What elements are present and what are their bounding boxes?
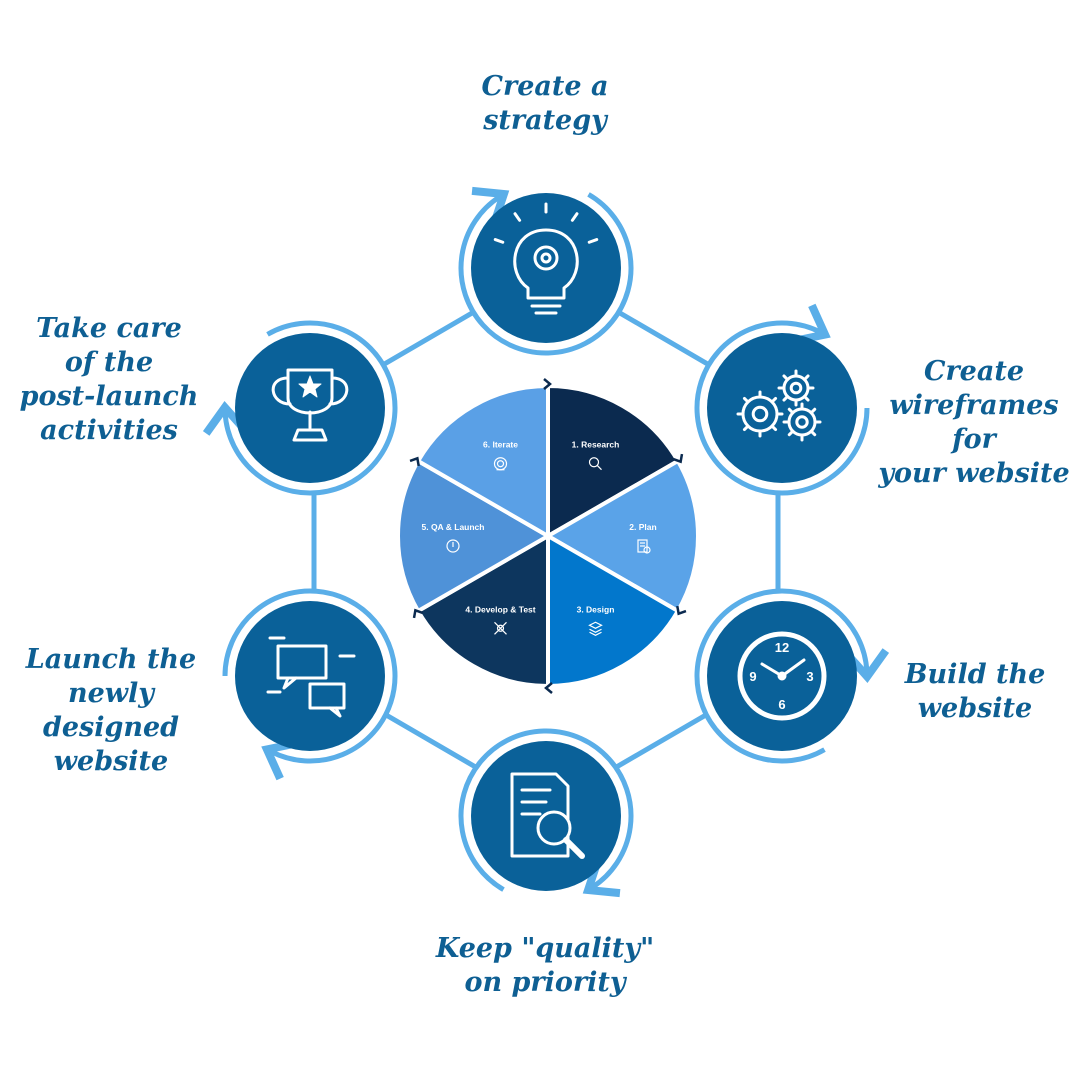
step-ring-arrow [458, 728, 634, 898]
wheel-segment: 4. Develop & Test [415, 532, 550, 689]
wheel-wedge [415, 532, 550, 689]
target-check-icon [493, 457, 508, 471]
power-icon [446, 539, 460, 553]
wheel-segment: 3. Design [546, 532, 681, 689]
caption-strategy: Create a strategy [481, 71, 609, 136]
checklist-icon [637, 539, 651, 554]
chat-screens-icon [266, 636, 356, 718]
clock-icon: 12 3 6 9 [737, 631, 827, 721]
step-ring-arrow [694, 303, 870, 496]
clock-numeral: 12 [775, 640, 789, 655]
wheel-chevron [676, 605, 687, 616]
wheel-segment: 1. Research [546, 383, 681, 540]
wheel-wedge [543, 458, 700, 614]
step-node [694, 303, 870, 496]
step-node [222, 588, 398, 781]
wheel-chevron [409, 456, 420, 467]
wheel-chevron [672, 453, 684, 464]
step-node [458, 181, 634, 356]
wheel-wedge [546, 383, 681, 540]
wheel-wedge [546, 532, 681, 689]
step-circle [707, 333, 857, 483]
wheel-segment-label: 3. Design [577, 604, 615, 614]
step-ring-arrow [694, 588, 890, 764]
wheel-segment-label: 1. Research [572, 440, 620, 450]
step-node [458, 728, 634, 903]
magnifier-icon [588, 457, 602, 471]
wheel-chevron [544, 682, 553, 694]
tools-icon [494, 621, 507, 635]
wheel-segment-label: 6. Iterate [483, 440, 518, 450]
step-node: 12 3 6 9 [694, 588, 890, 764]
caption-launch: Launch the newly designed website [25, 644, 197, 777]
wheel-segment: 2. Plan [543, 458, 700, 614]
wheel-chevron [543, 378, 552, 390]
trophy-icon [271, 368, 349, 442]
step-ring-arrow [202, 320, 398, 496]
wheel-chevron [412, 608, 424, 619]
step-circle [235, 333, 385, 483]
step-ring-arrow [222, 588, 398, 781]
layers-icon [588, 621, 603, 636]
wheel-wedge [396, 458, 553, 614]
clock-numeral: 3 [806, 669, 813, 684]
wheel-segment: 5. QA & Launch [396, 458, 553, 614]
caption-quality: Keep "quality" on priority [435, 933, 655, 998]
wheel-segment-label: 4. Develop & Test [465, 604, 535, 614]
step-circle [235, 601, 385, 751]
wheel-segment: 6. Iterate [415, 383, 550, 540]
step-nodes: 12 3 6 9 [202, 181, 890, 903]
step-ring-arrow [458, 186, 634, 356]
process-wheel: 1. Research 2. Plan 3. Design 4. Develop & … [396, 378, 700, 694]
wheel-wedge [415, 383, 550, 540]
document-search-icon [510, 772, 585, 859]
caption-build: Build the website [904, 659, 1046, 724]
lightbulb-gear-icon [493, 202, 599, 315]
gears-icon [736, 369, 822, 442]
clock-numeral: 6 [778, 697, 785, 712]
caption-post-launch: Take care of the post-launch activities [19, 313, 199, 446]
clock-numeral: 9 [749, 669, 756, 684]
step-node [202, 320, 398, 496]
wheel-segment-label: 2. Plan [629, 522, 656, 532]
wheel-segment-label: 5. QA & Launch [422, 522, 485, 532]
caption-wireframes: Create wireframes for your website [878, 356, 1070, 489]
